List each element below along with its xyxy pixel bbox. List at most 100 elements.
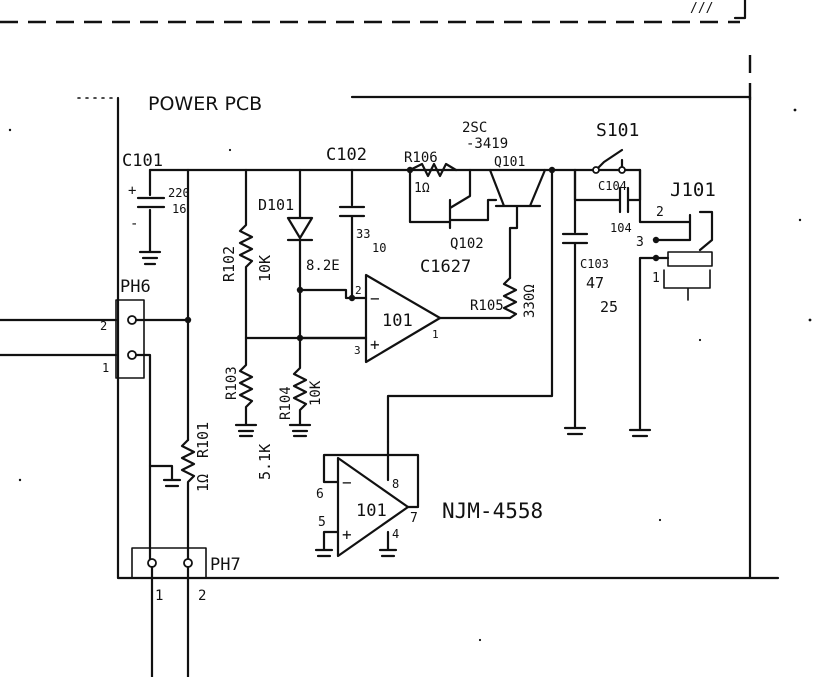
ph7-external-wires (150, 565, 190, 677)
r103-symbol (234, 336, 258, 433)
j101-tip (652, 236, 660, 244)
ph7-body (131, 547, 207, 579)
r102-symbol (238, 168, 254, 340)
c101-ref: C101 (122, 151, 163, 171)
opamp-bottom-pin5: 5 (318, 515, 326, 530)
opamp-bottom-supply (378, 440, 398, 558)
r104-symbol (288, 336, 312, 433)
opamp-top-plus: + (370, 335, 380, 354)
inverting-input-net (298, 288, 368, 300)
r105-value: 330Ω (522, 284, 538, 318)
q101-base-net (508, 220, 519, 280)
ph6-ref: PH6 (120, 277, 151, 297)
q102-value: C1627 (420, 257, 471, 277)
q101-ref-b: -3419 (466, 136, 508, 152)
c103-value-b: 25 (600, 298, 618, 316)
power-pcb-outline (116, 95, 780, 580)
s101-symbol (594, 148, 624, 172)
opamp-top-ref: 101 (382, 311, 413, 331)
opamp-top-pin2: 2 (355, 284, 362, 297)
upper-board-corner (733, 0, 747, 20)
q102-symbol (448, 168, 498, 230)
power-pcb-label: POWER PCB (148, 93, 262, 115)
jack-pin3-label: 3 (636, 235, 644, 250)
r102-ref: R102 (220, 246, 238, 282)
opamp-bottom-feedback (322, 453, 420, 509)
output-feedback-net (386, 168, 554, 444)
c102-value-a: 33 (356, 227, 370, 241)
opamp-bottom-ref: 101 (356, 501, 387, 521)
q102-emitter-net (408, 168, 452, 224)
r101-value: 1Ω (194, 474, 212, 492)
c103-value-a: 47 (586, 274, 604, 292)
jack-pin2-label: 2 (656, 205, 664, 220)
c101-value-b: 16 (172, 202, 186, 216)
opamp-top-pin3: 3 (354, 344, 361, 357)
opamp-bottom-minus: − (342, 473, 352, 492)
q101-ref-a: 2SC (462, 120, 487, 136)
opamp-bottom-pin6: 6 (316, 487, 324, 502)
j101-symbol (628, 168, 714, 438)
j101-frame (663, 269, 711, 301)
c101-minus: - (130, 216, 138, 232)
r106-symbol (408, 162, 458, 178)
ph7-pin1-label: 1 (155, 588, 163, 604)
opamp-top-pin1: 1 (432, 328, 439, 341)
s101-contact-a (592, 166, 600, 174)
ph6-pin2-label: 2 (100, 319, 107, 333)
c102-ref: C102 (326, 145, 367, 165)
q102-ref: Q102 (450, 236, 484, 252)
opamp-top-symbol (364, 273, 442, 364)
c104-ref: C104 (598, 179, 627, 193)
ph6-pin2-pad (127, 315, 137, 325)
q101-symbol (488, 168, 547, 224)
r104-value: 10K (308, 380, 324, 406)
jack-pin1-label: 1 (652, 271, 660, 286)
ph6-pin1-label: 1 (102, 361, 109, 375)
ph7-ref: PH7 (210, 555, 241, 575)
opamp-top-minus: − (370, 289, 380, 308)
r106-value: 1Ω (414, 181, 430, 196)
c103-symbol (561, 168, 589, 436)
r103-value: 5.1K (256, 444, 274, 480)
d101-ref: D101 (258, 196, 294, 214)
r101-ref: R101 (194, 422, 212, 458)
r101-symbol (180, 438, 196, 562)
j101-ref: J101 (670, 179, 716, 201)
ph6-pin1-pad (127, 350, 137, 360)
r103-ref: R103 (224, 366, 240, 400)
c102-value-b: 10 (372, 241, 386, 255)
c102-symbol (338, 168, 366, 300)
scan-speckles (8, 108, 812, 642)
ph7-pin2-pad (183, 558, 193, 568)
junction-c102 (348, 294, 356, 302)
opamp-bottom-noninv-ground (314, 530, 340, 558)
junction-ph6 (184, 316, 192, 324)
c101-symbol (136, 168, 166, 260)
opamp-bottom-pin4: 4 (392, 527, 399, 541)
d101-value: 8.2E (306, 258, 340, 274)
r105-ref: R105 (470, 298, 504, 314)
r102-value: 10K (256, 255, 274, 282)
ph6-body (115, 299, 145, 379)
j101-ring (652, 254, 660, 262)
opamp-bottom-pin8: 8 (392, 477, 399, 491)
q101-ref-c: Q101 (494, 155, 525, 170)
opamp-bottom-symbol (336, 456, 410, 558)
s101-ref: S101 (596, 120, 639, 141)
r104-ref: R104 (278, 386, 294, 420)
opamp-bottom-pin7: 7 (410, 511, 418, 526)
corner-ground-mark: /// (690, 1, 713, 16)
r106-ref: R106 (404, 150, 438, 166)
ph7-pin2-label: 2 (198, 588, 206, 604)
r105-symbol (502, 276, 518, 320)
junction-output (548, 166, 556, 174)
c101-value-a: 220 (168, 186, 190, 200)
ph7-pin1-pad (147, 558, 157, 568)
c104-value: 104 (610, 221, 632, 235)
j101-sleeve (667, 251, 713, 267)
ph6-external-wires (0, 318, 118, 357)
s101-contact-b (618, 166, 626, 174)
d101-symbol (286, 168, 314, 340)
